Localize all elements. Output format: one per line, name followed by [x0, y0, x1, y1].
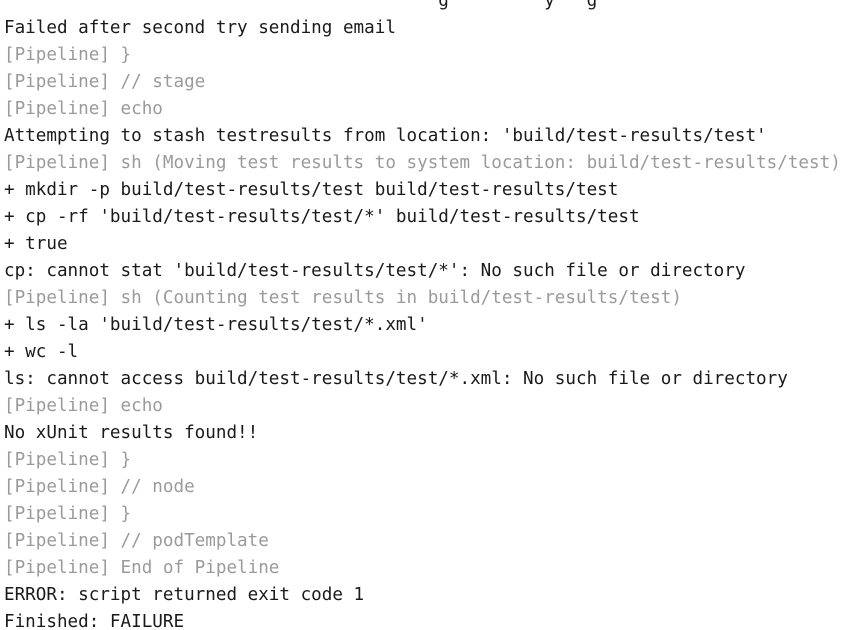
console-line: ls: cannot access build/test-results/tes…	[4, 369, 788, 389]
console-line: [Pipeline] // podTemplate	[4, 531, 269, 551]
console-line: + ls -la 'build/test-results/test/*.xml'	[4, 315, 428, 335]
console-line: cp: cannot stat 'build/test-results/test…	[4, 261, 746, 281]
console-line-finished-status: Finished: FAILURE	[4, 612, 185, 630]
console-line: + wc -l	[4, 342, 79, 362]
console-line: + true	[4, 234, 68, 254]
console-line: [Pipeline] sh (Counting test results in …	[4, 288, 682, 308]
console-line: [Pipeline] sh (Moving test results to sy…	[4, 153, 841, 173]
console-line: [Pipeline] }	[4, 504, 132, 524]
console-line: [Pipeline] }	[4, 45, 132, 65]
console-line: [Pipeline] }	[4, 450, 132, 470]
console-line: Attempting to stash testresults from loc…	[4, 126, 767, 146]
console-line: + mkdir -p build/test-results/test build…	[4, 180, 619, 200]
console-line: No xUnit results found!!	[4, 423, 259, 443]
console-line: + cp -rf 'build/test-results/test/*' bui…	[4, 207, 640, 227]
console-line: [Pipeline] echo	[4, 396, 163, 416]
console-line: [Pipeline] // stage	[4, 72, 206, 92]
console-line: [Pipeline] // node	[4, 477, 195, 497]
console-line-partial: g y g	[4, 0, 598, 11]
console-line: [Pipeline] echo	[4, 99, 163, 119]
console-line: [Pipeline] End of Pipeline	[4, 558, 280, 578]
console-line-error: ERROR: script returned exit code 1	[4, 585, 365, 605]
console-lines: g y g Failed after second try sending em…	[4, 0, 841, 630]
console-line: Failed after second try sending email	[4, 18, 396, 38]
